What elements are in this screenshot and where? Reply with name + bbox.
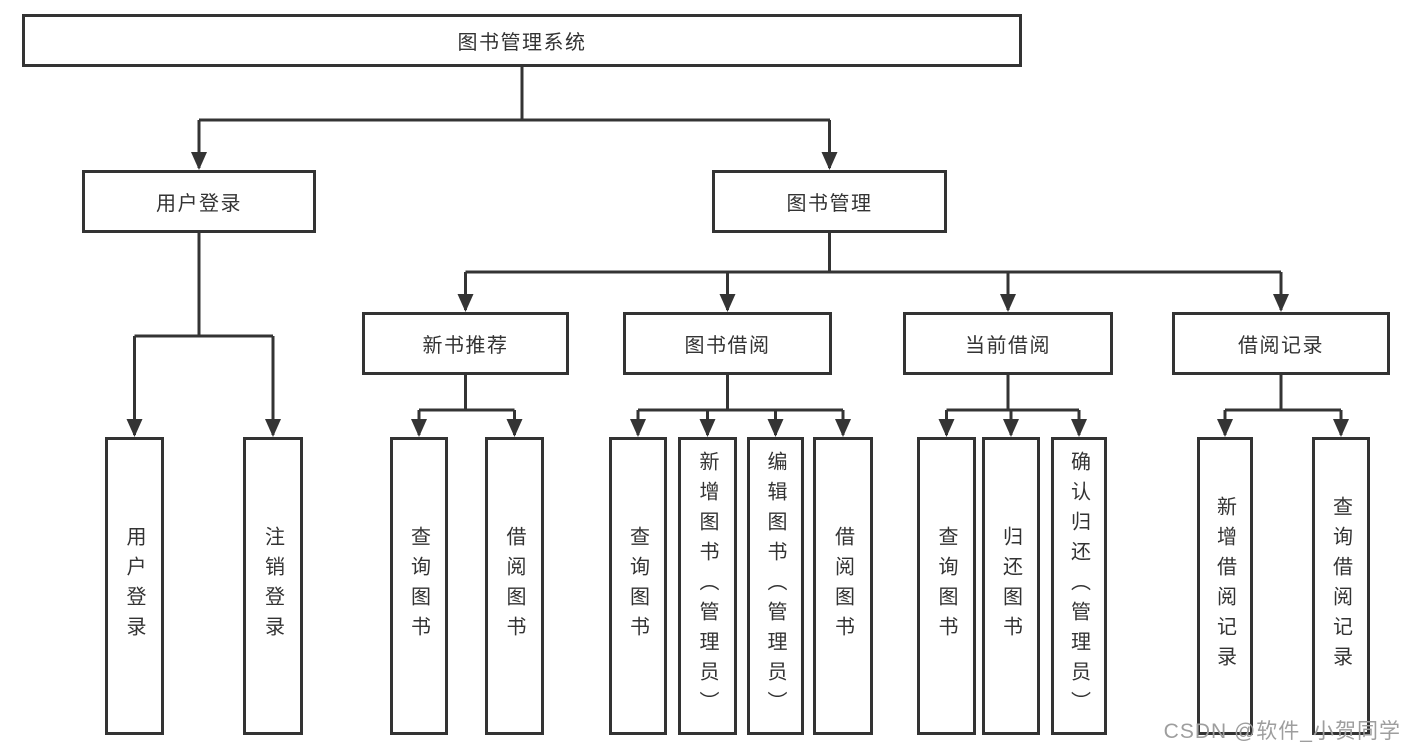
node-label: 图书管理系统	[457, 32, 587, 54]
node-label: 编辑图书（管理员）	[764, 451, 786, 721]
node-label: 图书管理	[786, 193, 873, 215]
leaf-confirm-return-admin: 确认归还（管理员）	[1051, 437, 1107, 735]
node-book-borrow: 图书借阅	[623, 312, 832, 375]
node-label: 新增图书（管理员）	[696, 451, 718, 721]
leaf-add-borrow-record: 新增借阅记录	[1197, 437, 1253, 735]
leaf-return-books: 归还图书	[982, 437, 1040, 735]
leaf-query-books-recommend: 查询图书	[390, 437, 448, 735]
node-current-borrow: 当前借阅	[903, 312, 1113, 375]
node-label: 借阅图书	[503, 526, 525, 646]
node-label: 图书借阅	[684, 335, 771, 357]
node-label: 查询图书	[626, 526, 649, 646]
leaf-query-books-current: 查询图书	[917, 437, 976, 735]
node-borrow-records: 借阅记录	[1172, 312, 1390, 375]
leaf-edit-books-admin: 编辑图书（管理员）	[747, 437, 804, 735]
node-label: 借阅记录	[1238, 335, 1324, 357]
node-label: 用户登录	[156, 193, 242, 215]
node-label: 归还图书	[999, 526, 1022, 646]
leaf-borrow-books-recommend: 借阅图书	[485, 437, 544, 735]
leaf-query-books-borrow: 查询图书	[609, 437, 667, 735]
leaf-logout: 注销登录	[243, 437, 303, 735]
leaf-user-login: 用户登录	[105, 437, 164, 735]
node-new-book-recommend: 新书推荐	[362, 312, 569, 375]
node-label: 用户登录	[123, 526, 145, 646]
node-label: 当前借阅	[965, 335, 1051, 357]
leaf-add-books-admin: 新增图书（管理员）	[678, 437, 737, 735]
node-label: 新书推荐	[422, 335, 509, 357]
node-label: 确认归还（管理员）	[1067, 451, 1090, 721]
node-label: 新增借阅记录	[1213, 496, 1236, 676]
node-label: 查询图书	[407, 526, 430, 646]
node-user-login-group: 用户登录	[82, 170, 316, 233]
node-label: 查询借阅记录	[1329, 496, 1352, 676]
node-library-management-system: 图书管理系统	[22, 14, 1022, 67]
node-label: 借阅图书	[831, 526, 854, 646]
leaf-borrow-books: 借阅图书	[813, 437, 873, 735]
leaf-query-borrow-record: 查询借阅记录	[1312, 437, 1370, 735]
arrowheads	[126, 152, 1349, 437]
node-label: 注销登录	[261, 526, 284, 646]
csdn-watermark: CSDN @软件_小贺同学	[1163, 720, 1401, 743]
node-label: 查询图书	[935, 526, 957, 646]
node-book-management: 图书管理	[712, 170, 947, 233]
